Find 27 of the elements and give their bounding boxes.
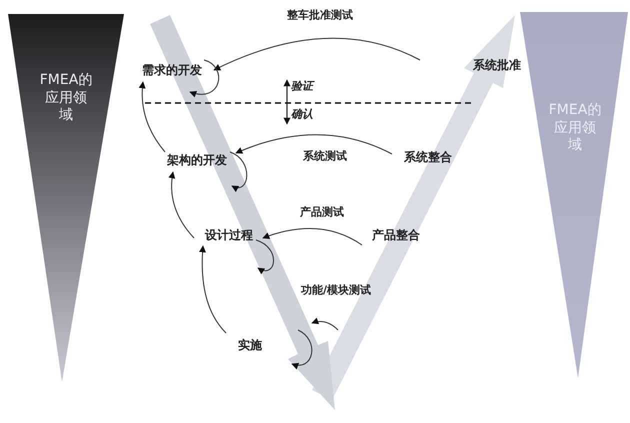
step-label: 需求的开发 bbox=[142, 62, 202, 78]
direction-label: 确认 bbox=[291, 107, 313, 121]
edge-label: 产品测试 bbox=[298, 205, 346, 219]
edge-label: 整车批准测试 bbox=[285, 8, 355, 22]
step-label: 系统整合 bbox=[404, 150, 452, 164]
arrow bbox=[262, 228, 362, 246]
step-label: 架构的开发 bbox=[167, 152, 227, 168]
area-label: FMEA的应用领域 bbox=[548, 102, 602, 154]
arrow bbox=[235, 134, 392, 154]
step-label: 设计过程 bbox=[205, 228, 253, 242]
step-label: 系统批准 bbox=[473, 58, 521, 72]
arrow bbox=[256, 240, 274, 274]
step-label: 产品整合 bbox=[372, 228, 420, 242]
area-label: FMEA的应用领域 bbox=[39, 72, 93, 124]
arrow bbox=[189, 60, 220, 98]
step-label: 实施 bbox=[238, 338, 262, 352]
funnel-triangle bbox=[8, 14, 124, 382]
edge-label: 系统测试 bbox=[301, 149, 349, 163]
direction-label: 功能/模块测试 bbox=[300, 283, 372, 297]
funnel-triangle bbox=[520, 12, 628, 378]
arrow bbox=[138, 81, 166, 152]
arrow bbox=[213, 38, 420, 70]
arrow bbox=[230, 152, 248, 192]
arrow bbox=[199, 245, 226, 334]
direction-label: 验证 bbox=[291, 79, 313, 93]
arrow bbox=[291, 330, 312, 369]
arrow bbox=[168, 171, 194, 238]
